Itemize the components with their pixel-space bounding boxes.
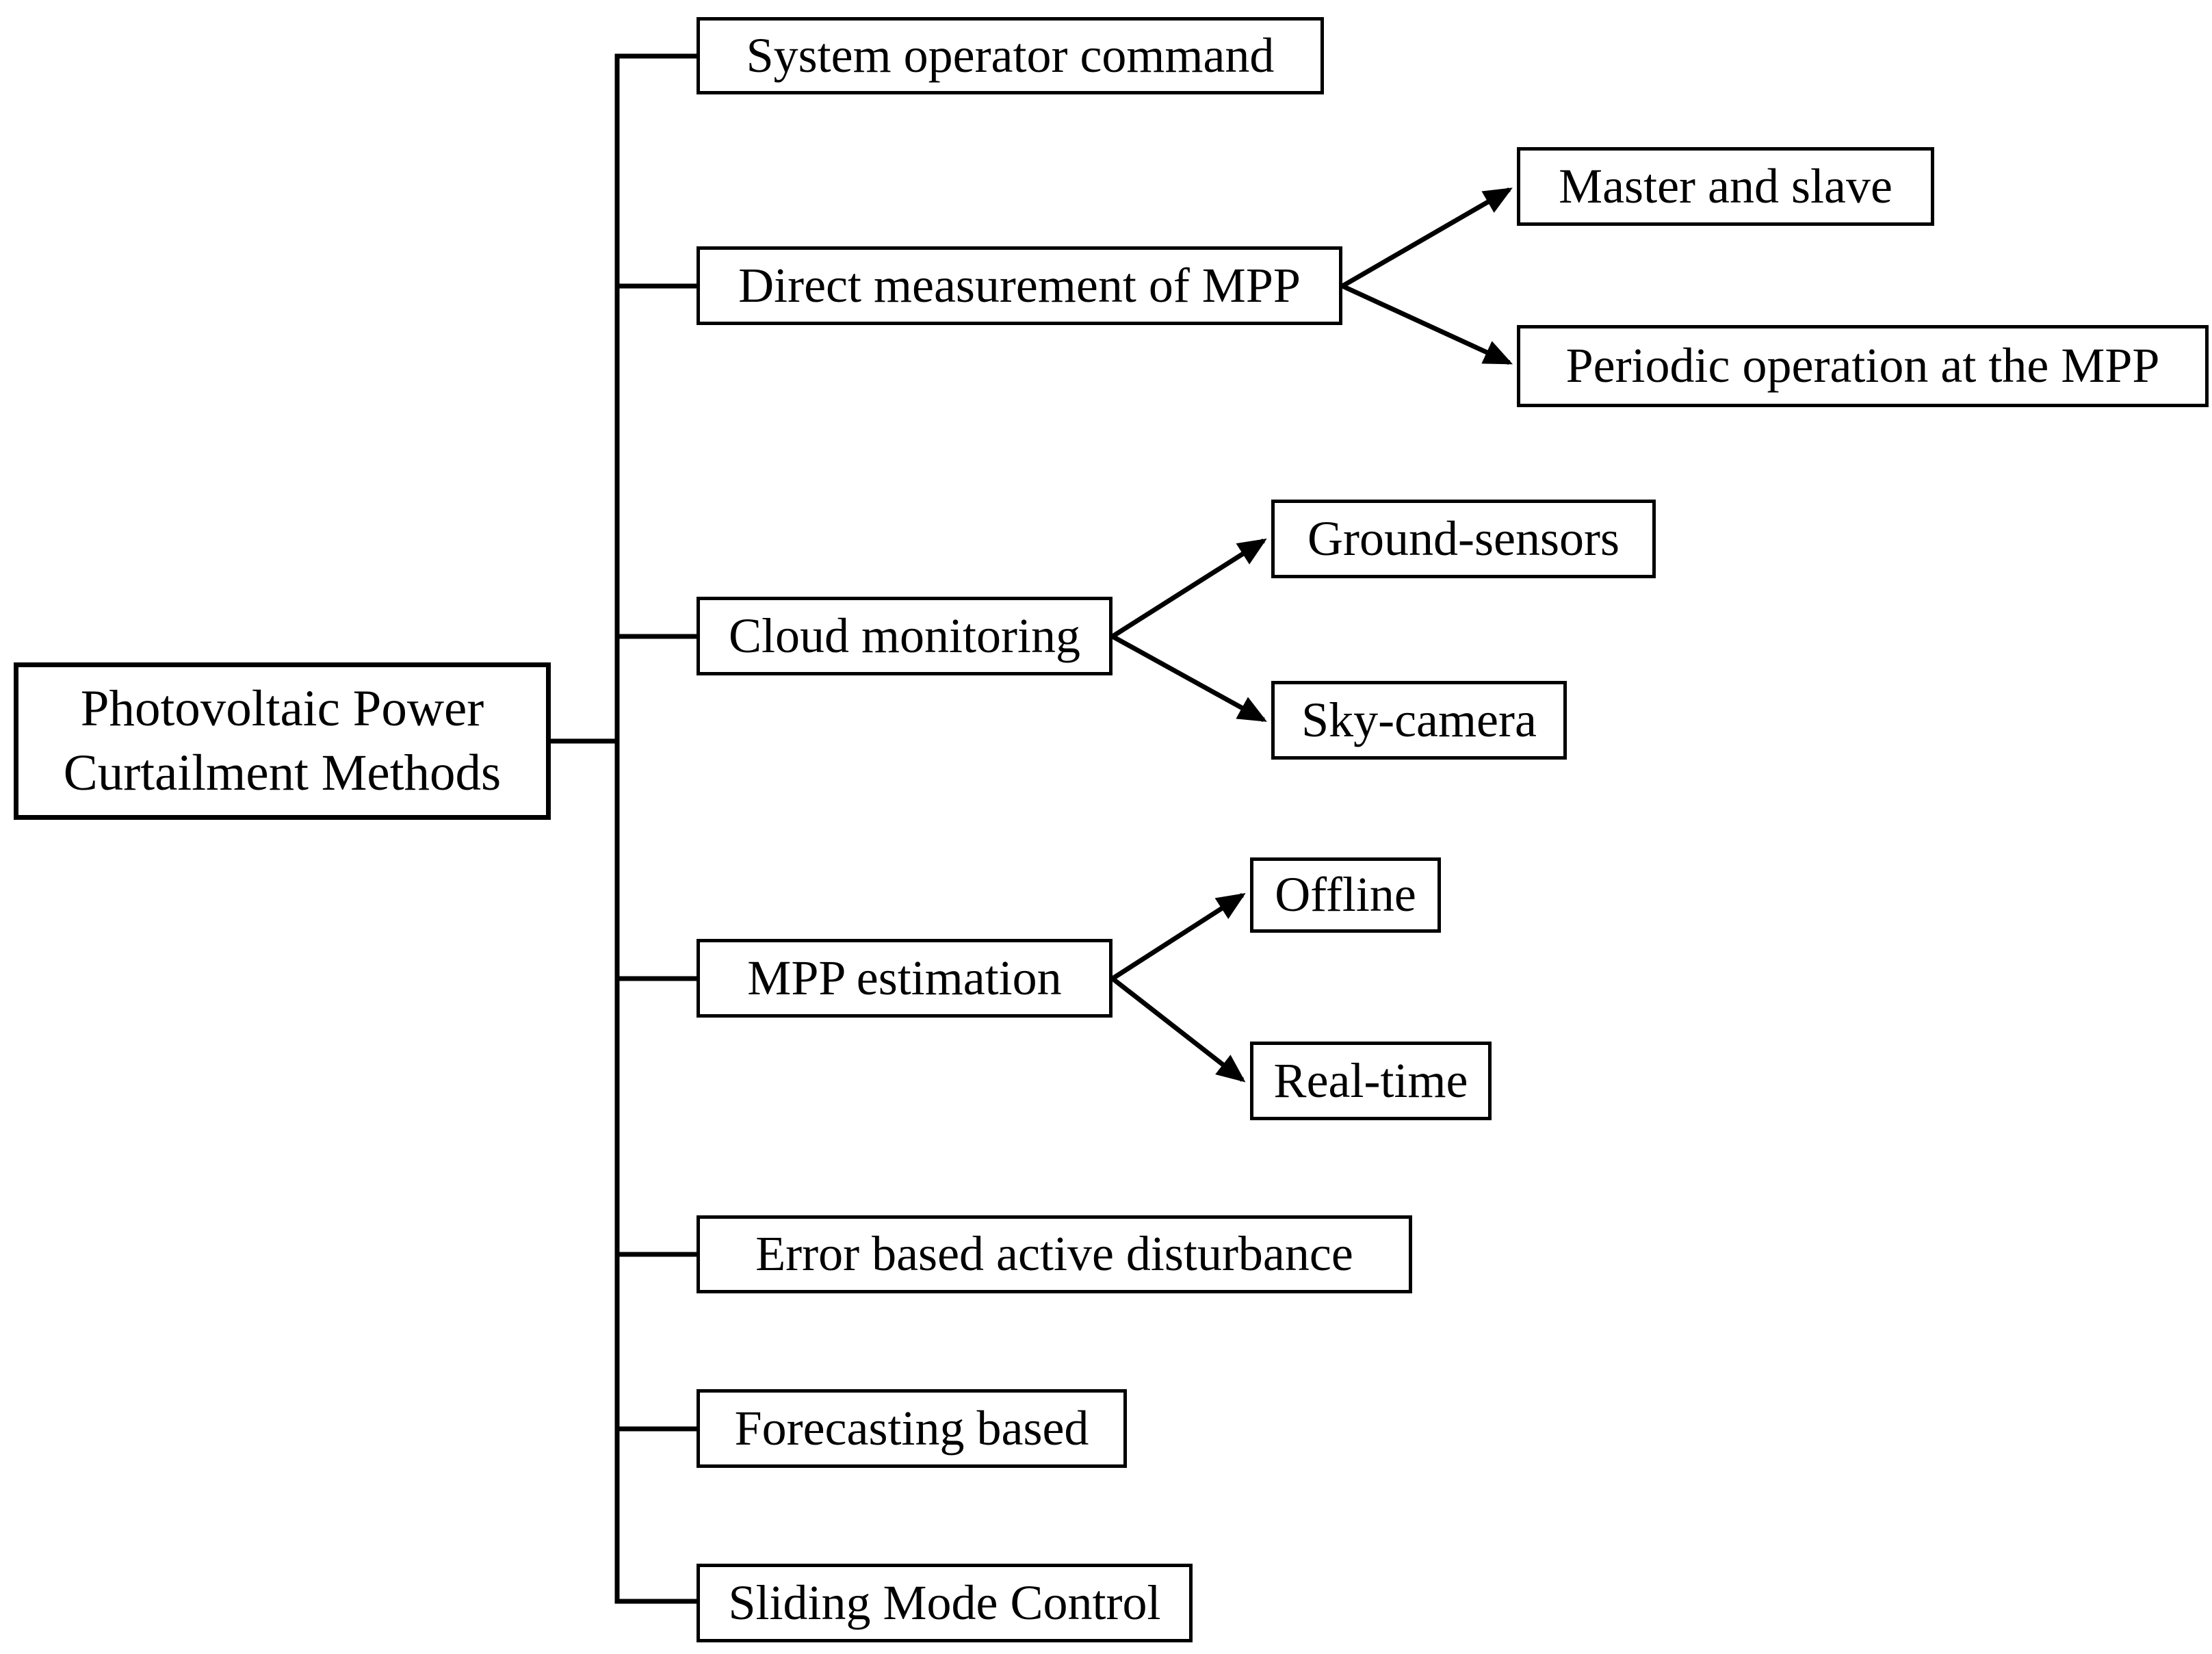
node-system-operator-command: System operator command: [697, 17, 1324, 94]
arrow-direct-to-periodic: [1341, 283, 1513, 365]
node-mpp-estimation: MPP estimation: [697, 939, 1112, 1018]
node-real-time: Real-time: [1250, 1042, 1492, 1120]
node-offline: Offline: [1250, 857, 1441, 933]
arrow-cloud-to-ground-sensors: [1111, 539, 1267, 638]
node-master-and-slave: Master and slave: [1517, 147, 1934, 226]
node-sky-camera: Sky-camera: [1271, 681, 1567, 760]
node-periodic-operation-at-the-mpp: Periodic operation at the MPP: [1517, 325, 2209, 407]
node-forecasting-based: Forecasting based: [697, 1389, 1127, 1468]
node-cloud-monitoring: Cloud monitoring: [697, 597, 1112, 675]
node-ground-sensors: Ground-sensors: [1271, 500, 1656, 578]
root-node-label-line1: Photovoltaic Power: [80, 680, 484, 738]
arrow-cloud-to-sky-camera: [1111, 634, 1267, 723]
arrow-direct-to-master: [1341, 187, 1513, 289]
root-node-label-line2: Curtailment Methods: [63, 745, 502, 801]
node-error-based-active-disturbance: Error based active disturbance: [697, 1215, 1412, 1293]
root-node: Photovoltaic Power Curtailment Methods: [14, 662, 551, 820]
arrow-mpp-to-offline: [1111, 892, 1246, 981]
node-direct-measurement-of-mpp: Direct measurement of MPP: [697, 246, 1342, 325]
node-sliding-mode-control: Sliding Mode Control: [697, 1564, 1193, 1642]
arrow-mpp-to-realtime: [1110, 977, 1246, 1083]
